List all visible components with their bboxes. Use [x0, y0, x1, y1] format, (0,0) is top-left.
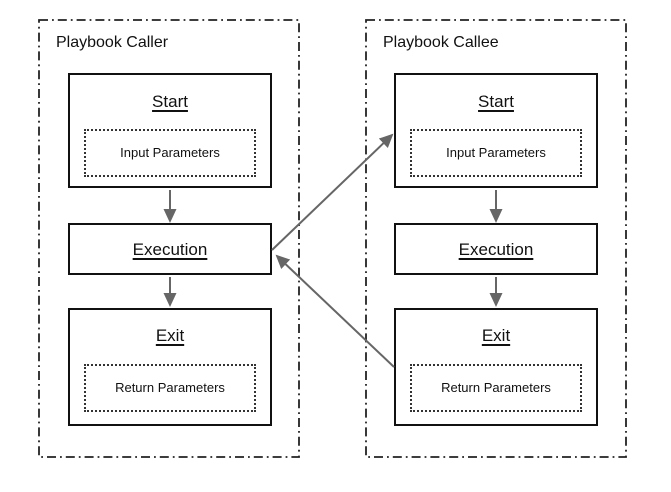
- callee-execution-label: Execution: [458, 239, 534, 259]
- callee-exit-node: Exit Return Parameters: [394, 308, 598, 426]
- caller-return-parameters-label: Return Parameters: [115, 380, 225, 395]
- callee-execution-node: Execution: [394, 223, 598, 275]
- caller-return-parameters-box: Return Parameters: [84, 364, 256, 412]
- callee-input-parameters-label: Input Parameters: [446, 145, 546, 160]
- caller-title: Playbook Caller: [56, 34, 169, 51]
- caller-exit-node: Exit Return Parameters: [68, 308, 272, 426]
- arrow-return-callee-exit-to-caller-execution: [275, 254, 395, 368]
- callee-start-label: Start: [478, 92, 514, 111]
- arrow-call-caller-execution-to-callee-start: [271, 133, 394, 251]
- caller-start-node: Start Input Parameters: [68, 73, 272, 188]
- callee-start-node: Start Input Parameters: [394, 73, 598, 188]
- callee-exit-label: Exit: [481, 326, 511, 345]
- caller-start-label: Start: [152, 92, 188, 111]
- caller-exit-label: Exit: [155, 326, 185, 345]
- callee-input-parameters-box: Input Parameters: [410, 129, 582, 177]
- caller-input-parameters-label: Input Parameters: [120, 145, 220, 160]
- callee-return-parameters-label: Return Parameters: [441, 380, 551, 395]
- caller-execution-node: Execution: [68, 223, 272, 275]
- caller-execution-label: Execution: [132, 239, 208, 259]
- caller-input-parameters-box: Input Parameters: [84, 129, 256, 177]
- callee-title: Playbook Callee: [383, 34, 499, 51]
- callee-return-parameters-box: Return Parameters: [410, 364, 582, 412]
